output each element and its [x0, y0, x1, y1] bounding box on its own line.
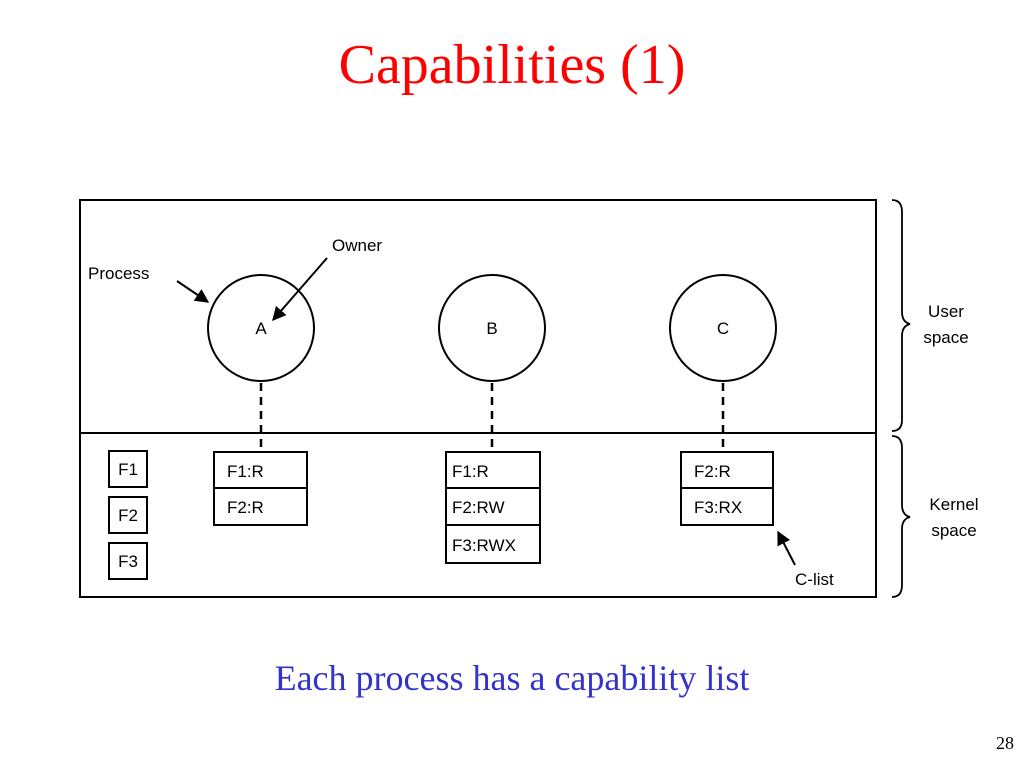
- owner-arrow: [272, 257, 328, 322]
- clist-b-box: [445, 451, 541, 564]
- user-space-label-line2: space: [923, 328, 968, 347]
- slide-caption: Each process has a capability list: [274, 658, 750, 698]
- clist-arrow: [777, 530, 796, 566]
- clist-b-entry-2: F2:RW: [452, 498, 505, 517]
- process-c-circle: [669, 274, 777, 382]
- system-frame: [79, 199, 877, 598]
- process-c-label: C: [717, 319, 729, 338]
- clist-c-entry-2: F3:RX: [694, 498, 742, 517]
- kernel-space-label-line1: Kernel: [929, 495, 978, 514]
- process-arrow: [176, 280, 210, 303]
- process-a-label: A: [255, 319, 267, 338]
- process-a-circle: [207, 274, 315, 382]
- kernel-space-brace: [891, 435, 911, 598]
- kernel-space-label-line2: space: [931, 521, 976, 540]
- clist-c-entry-1: F2:R: [694, 462, 731, 481]
- user-space-brace: [891, 199, 911, 432]
- clist-a-entry-2: F2:R: [227, 498, 264, 517]
- owner-label: Owner: [332, 236, 382, 255]
- clist-label: C-list: [795, 570, 834, 589]
- process-label: Process: [88, 264, 149, 283]
- file-f1-label: F1: [118, 460, 138, 479]
- process-b-label: B: [486, 319, 497, 338]
- user-space-label-line1: User: [928, 302, 964, 321]
- page-number: 28: [996, 733, 1014, 753]
- clist-b-entry-1: F1:R: [452, 462, 489, 481]
- file-f3-label: F3: [118, 552, 138, 571]
- slide-title: Capabilities (1): [338, 34, 686, 96]
- clist-a-entry-1: F1:R: [227, 462, 264, 481]
- file-f2-label: F2: [118, 506, 138, 525]
- file-f2-box: [108, 496, 148, 534]
- clist-b-entry-3: F3:RWX: [452, 536, 516, 555]
- file-f3-box: [108, 542, 148, 580]
- process-b-circle: [438, 274, 546, 382]
- file-f1-box: [108, 450, 148, 488]
